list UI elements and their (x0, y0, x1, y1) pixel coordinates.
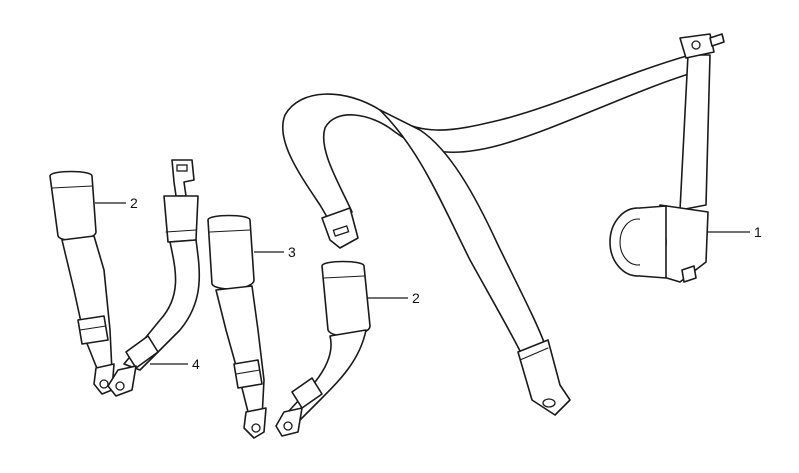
retractor-bolt (681, 265, 697, 283)
anchor-bolt (709, 33, 725, 47)
callout-3: 3 (288, 244, 296, 260)
buckle-right-body (321, 260, 371, 337)
callout-2b: 2 (412, 290, 420, 306)
tongue-strap-body (123, 239, 201, 371)
tongue-anchor (107, 365, 137, 397)
tongue-sleeve (163, 195, 199, 243)
buckle-middle-strap (215, 285, 265, 421)
buckle-right: 2 (275, 260, 420, 437)
buckle-middle-anchor (243, 407, 267, 439)
buckle-left-strap (61, 235, 113, 377)
upper-strap (679, 54, 711, 211)
buckle-right-strap (287, 329, 367, 421)
callout-1: 1 (754, 224, 762, 240)
buckle-middle: 3 (207, 214, 296, 439)
buckle-middle-clip (233, 359, 263, 389)
tongue-strap: 4 (107, 159, 201, 397)
buckle-middle-body (207, 214, 255, 290)
callout-4: 4 (192, 356, 200, 372)
tongue-clip (125, 335, 159, 369)
main-belt-assembly: 1 (281, 33, 762, 416)
buckle-left: 2 (49, 170, 138, 395)
buckle-left-clip (77, 315, 109, 345)
buckle-left-body (49, 170, 97, 242)
buckle-right-clip (291, 377, 323, 409)
callout-2a: 2 (130, 195, 138, 211)
lap-anchor-end (517, 339, 571, 416)
shoulder-strap (281, 54, 696, 223)
lap-anchor-hole (542, 398, 556, 408)
